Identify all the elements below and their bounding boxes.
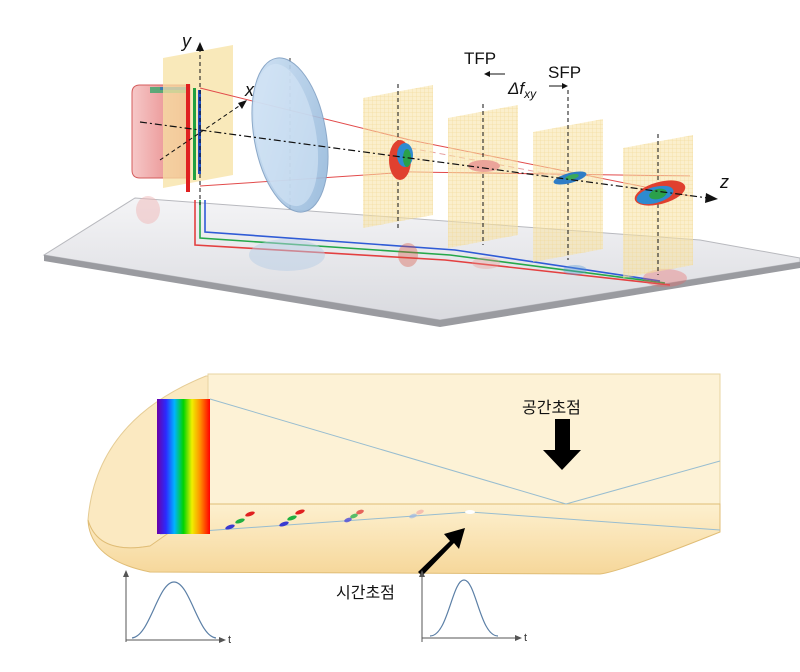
reflection-spot-4 [643,269,687,287]
floor-line-blue [204,200,661,282]
beam-bottom-out [469,511,721,531]
reflection-spot-1 [398,243,418,267]
spatial-focus-arrow-icon [543,419,581,470]
pulse-narrow-curve [429,579,499,637]
focusing-volume-diagram: 공간초점 시간초점 t t [87,373,721,646]
x-axis-arrow-icon [238,100,247,109]
beam-bottom-line [159,511,471,535]
pulse-broad-y-arrow-icon [123,570,129,577]
beam-top-out [565,460,721,505]
x-axis-label: x [244,80,255,100]
pulse-plot-broad: t [123,570,231,646]
sfp-arrow-icon [562,83,568,89]
reflection-spot-2 [472,257,500,269]
volume-floor [87,503,721,575]
temporal-focus-spot [465,510,475,514]
pulse-plot-narrow: t [419,570,527,644]
pulse-narrow-t-label: t [524,632,527,644]
temporal-focus-label: 시간초점 [336,584,395,602]
beam-top-line [209,398,567,505]
x-axis-line [159,103,243,161]
floor-line-green [199,200,666,284]
reflection-spot-3 [563,265,587,275]
spectral-spots-4 [409,509,424,519]
volume-back-wall [207,373,721,505]
spectral-spots-3 [344,509,364,523]
spectrum-strip [157,399,210,534]
pulse-broad-t-label: t [228,634,231,646]
floor-edge [44,255,800,327]
grating-green [193,88,196,180]
tfp-label: TFP [464,49,496,68]
optical-setup-diagram: y x [42,31,800,327]
focus-spot-2 [389,140,413,180]
pulse-broad-curve [131,581,217,639]
focus-spot-5 [634,180,686,206]
reflection-source [136,196,160,224]
y-axis-label: y [180,31,192,51]
grating-red [186,84,190,192]
delta-fxy-sub: xy [523,87,537,101]
spatial-focus-label: 공간초점 [522,399,581,417]
sfp-label: SFP [548,63,581,82]
z-axis-label: z [719,172,729,192]
delta-fxy-label: Δfxy [507,79,537,101]
spectral-spots-1 [225,511,255,530]
pulse-narrow-x-arrow-icon [515,635,522,641]
lens [251,57,329,213]
pulse-broad-x-arrow-icon [219,637,226,643]
z-axis-arrow-icon [705,193,718,203]
reflection-lens [249,239,325,271]
spectral-spots-2 [279,509,305,527]
pulse-narrow-y-arrow-icon [419,570,425,577]
temporal-focus-arrow-icon [418,528,465,576]
z-axis-line [139,121,709,199]
delta-fxy-base: Δf [507,79,526,98]
y-axis-arrow-icon [196,42,204,51]
delta-arrow-left-icon [484,71,490,77]
